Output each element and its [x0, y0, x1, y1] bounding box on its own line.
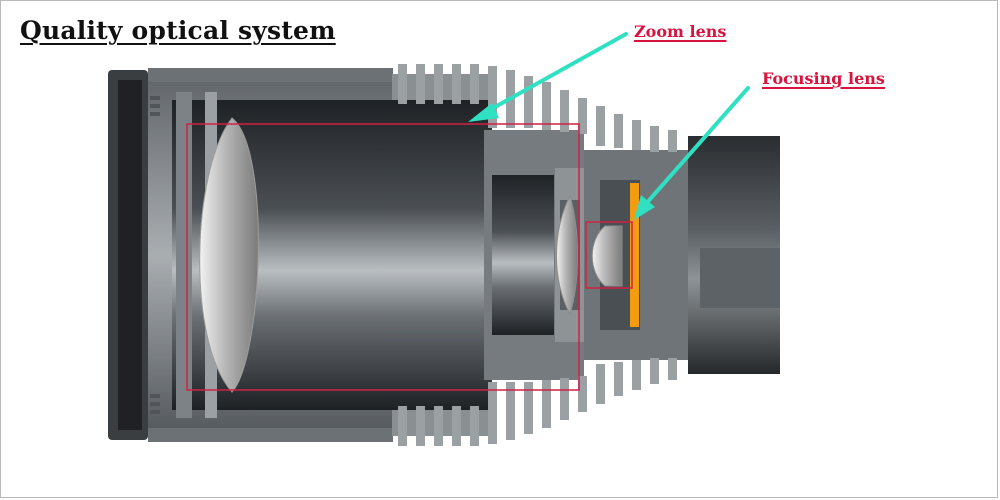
front-threads: [150, 96, 160, 414]
relay-lens: [556, 194, 578, 316]
zoom-lens-highlight: [186, 123, 580, 391]
focusing-lens-arrow: [634, 86, 750, 220]
focusing-lens-element: [591, 225, 623, 287]
zoom-lens-arrow: [468, 32, 628, 122]
front-lens: [199, 117, 259, 393]
zoom-lens-label: Zoom lens: [634, 22, 727, 41]
focusing-plate: [630, 183, 639, 327]
diagram-title: Quality optical system: [20, 16, 336, 45]
focusing-lens-highlight: [585, 221, 633, 289]
cooling-fins: [398, 64, 677, 446]
focusing-lens-label: Focusing lens: [762, 69, 885, 88]
